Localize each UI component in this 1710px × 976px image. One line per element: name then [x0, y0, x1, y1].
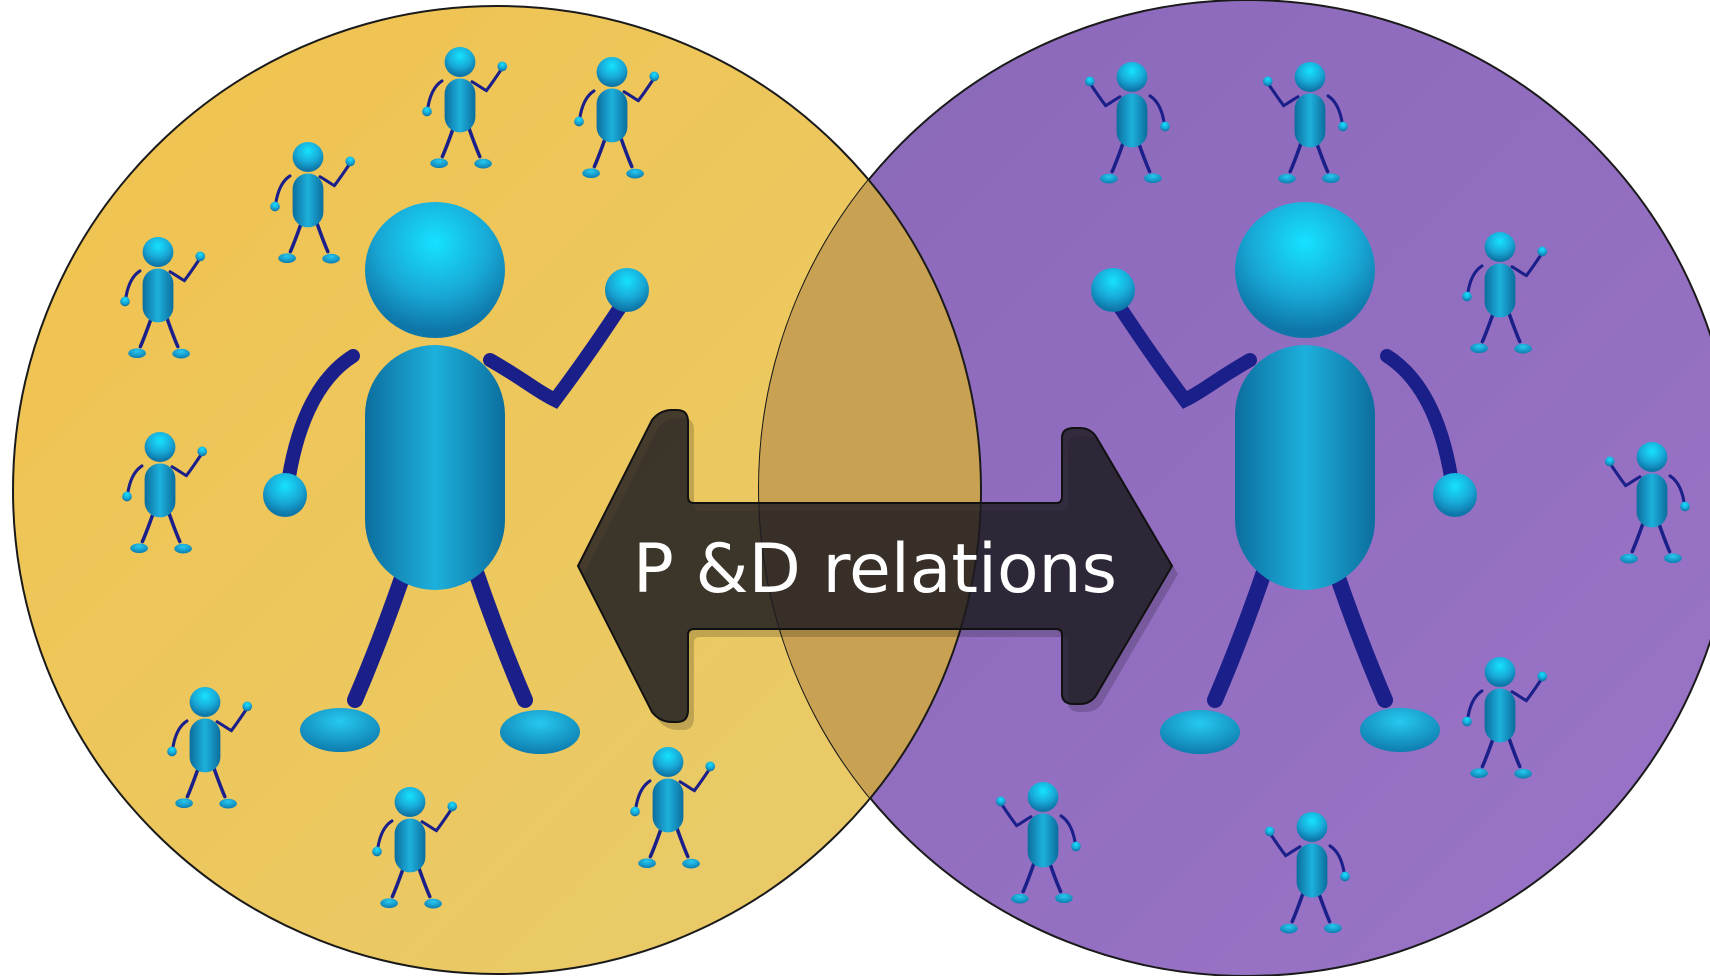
relation-arrow: P &D relations: [576, 409, 1178, 730]
arrow-label: P &D relations: [633, 530, 1117, 609]
overlap-region: [759, 5, 982, 975]
